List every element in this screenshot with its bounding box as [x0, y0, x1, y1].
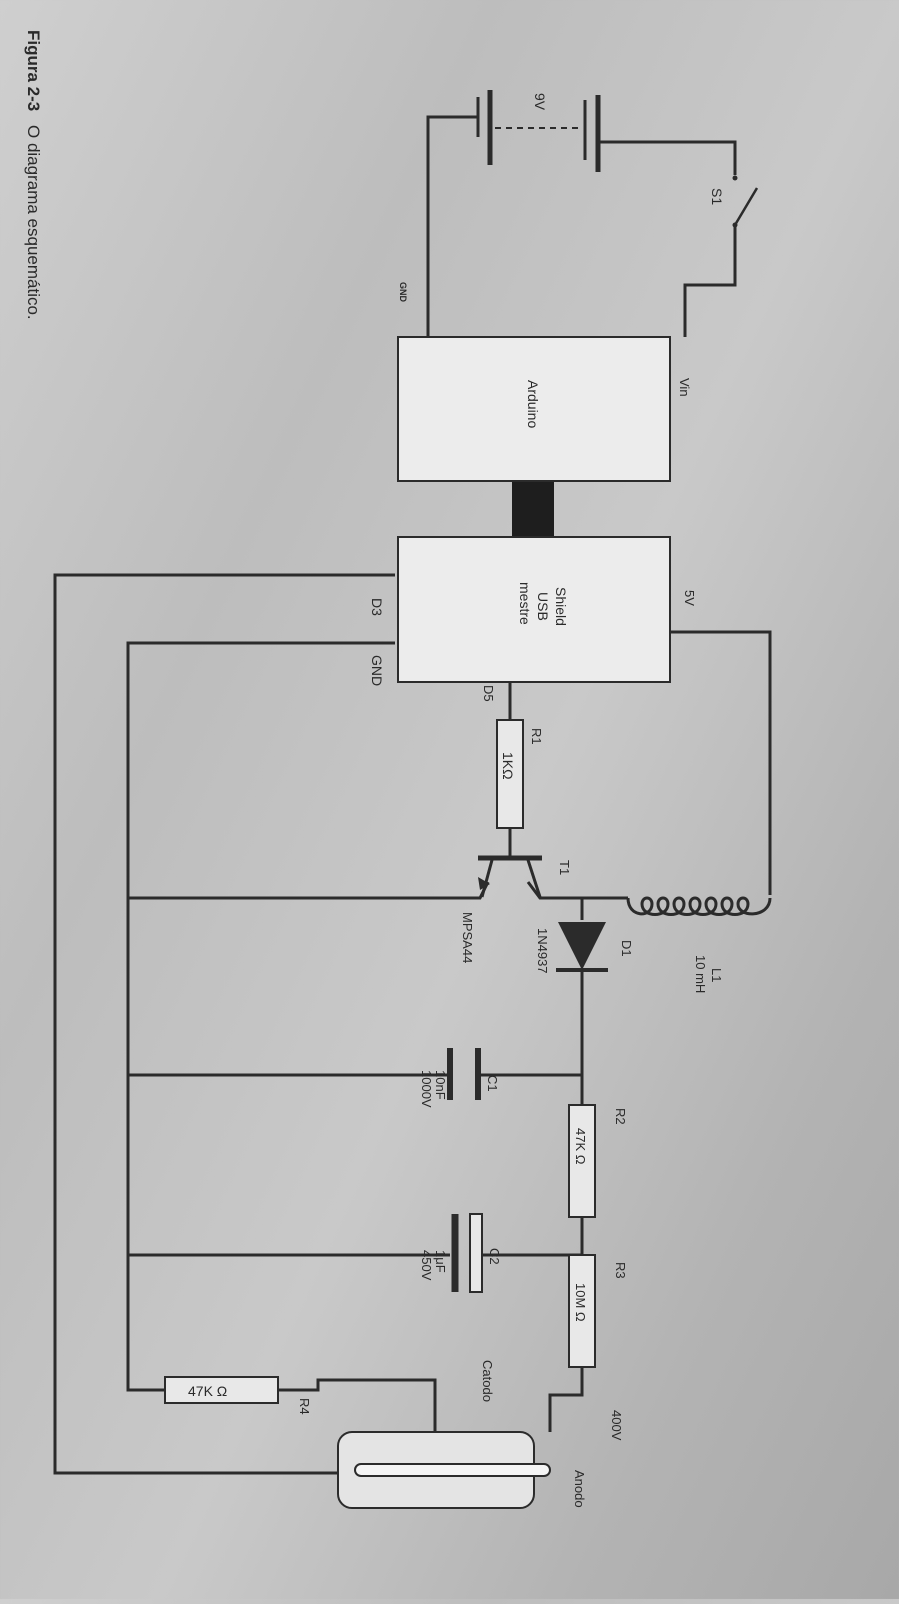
- caption-label: Figura 2-3: [24, 30, 43, 111]
- r4-name: R4: [297, 1398, 312, 1415]
- t1-part: MPSA44: [460, 912, 475, 963]
- wire-5v-l1: [666, 600, 772, 895]
- wire-battery-gnd: [426, 115, 478, 337]
- r1-name: R1: [529, 728, 544, 745]
- arduino-label: Arduino: [525, 380, 541, 428]
- switch-label: S1: [709, 188, 725, 205]
- resistor-r1: 1KΩ R1: [496, 719, 544, 829]
- capacitor-c1: C1 10nF 1000V: [419, 1048, 500, 1108]
- transistor-t1: T1 MPSA44: [460, 855, 572, 963]
- battery-9v: 9V: [476, 90, 601, 172]
- shield-line2: USB: [535, 592, 551, 621]
- arduino-gnd-label: GND: [398, 282, 408, 303]
- wire-emitter-gnd: [128, 881, 490, 900]
- r3-name: R3: [613, 1262, 628, 1279]
- diode-d1: D1 1N4937: [535, 922, 634, 974]
- tube-anode: Anodo: [572, 1470, 587, 1508]
- wire-l1-collector: [526, 881, 628, 900]
- c1-value2: 1000V: [419, 1070, 434, 1108]
- l1-name: L1: [709, 968, 724, 982]
- t1-name: T1: [557, 860, 572, 875]
- c1-name: C1: [485, 1075, 500, 1092]
- wire-d3-tube: [53, 573, 395, 1475]
- capacitor-c2: C2 1μF 450V: [419, 1213, 502, 1293]
- r2-name: R2: [613, 1108, 628, 1125]
- r4-value: 47K Ω: [188, 1383, 227, 1399]
- resistor-r4: 47K Ω R4: [164, 1376, 312, 1415]
- d1-name: D1: [619, 940, 634, 957]
- shield-line3: mestre: [517, 582, 533, 625]
- shield-block: Shield USB mestre 5V D3 GND D5: [369, 536, 697, 702]
- switch-s1: S1: [709, 175, 759, 228]
- c1-value1: 10nF: [433, 1070, 448, 1100]
- caption-text: O diagrama esquemático.: [24, 125, 43, 320]
- inductor-l1: L1 10 mH: [626, 896, 772, 993]
- shield-5v-label: 5V: [682, 590, 697, 606]
- wire-battery-switch: [598, 140, 737, 175]
- figure-caption: Figura 2-3 O diagrama esquemático.: [24, 30, 43, 320]
- shield-d3-label: D3: [369, 598, 385, 616]
- wire-ground-rail: [126, 641, 395, 1392]
- wire-switch-vin: [683, 225, 737, 337]
- resistor-r3: 10M Ω R3: [568, 1254, 628, 1368]
- geiger-tube: 400V Anodo Catodo: [337, 1360, 624, 1509]
- c2-value1: 1μF: [433, 1250, 448, 1273]
- r1-value: 1KΩ: [500, 752, 516, 780]
- shield-line1: Shield: [553, 587, 569, 626]
- shield-d5-label: D5: [481, 685, 496, 702]
- c2-name: C2: [487, 1248, 502, 1265]
- resistor-r2: 47K Ω R2: [568, 1104, 628, 1218]
- arduino-block: Arduino Vin GND: [397, 282, 692, 482]
- wire-r4-cathode: [278, 1378, 437, 1432]
- arduino-shield-connector: [512, 481, 554, 537]
- r2-value: 47K Ω: [573, 1128, 588, 1165]
- tube-voltage: 400V: [609, 1410, 624, 1441]
- r3-value: 10M Ω: [573, 1283, 588, 1322]
- shield-gnd-label: GND: [369, 655, 385, 686]
- l1-value: 10 mH: [693, 955, 708, 993]
- wires: [53, 115, 772, 1475]
- battery-label: 9V: [532, 93, 548, 111]
- c2-value2: 450V: [419, 1250, 434, 1281]
- arduino-vin-label: Vin: [677, 378, 692, 397]
- d1-part: 1N4937: [535, 928, 550, 974]
- tube-cathode: Catodo: [480, 1360, 495, 1402]
